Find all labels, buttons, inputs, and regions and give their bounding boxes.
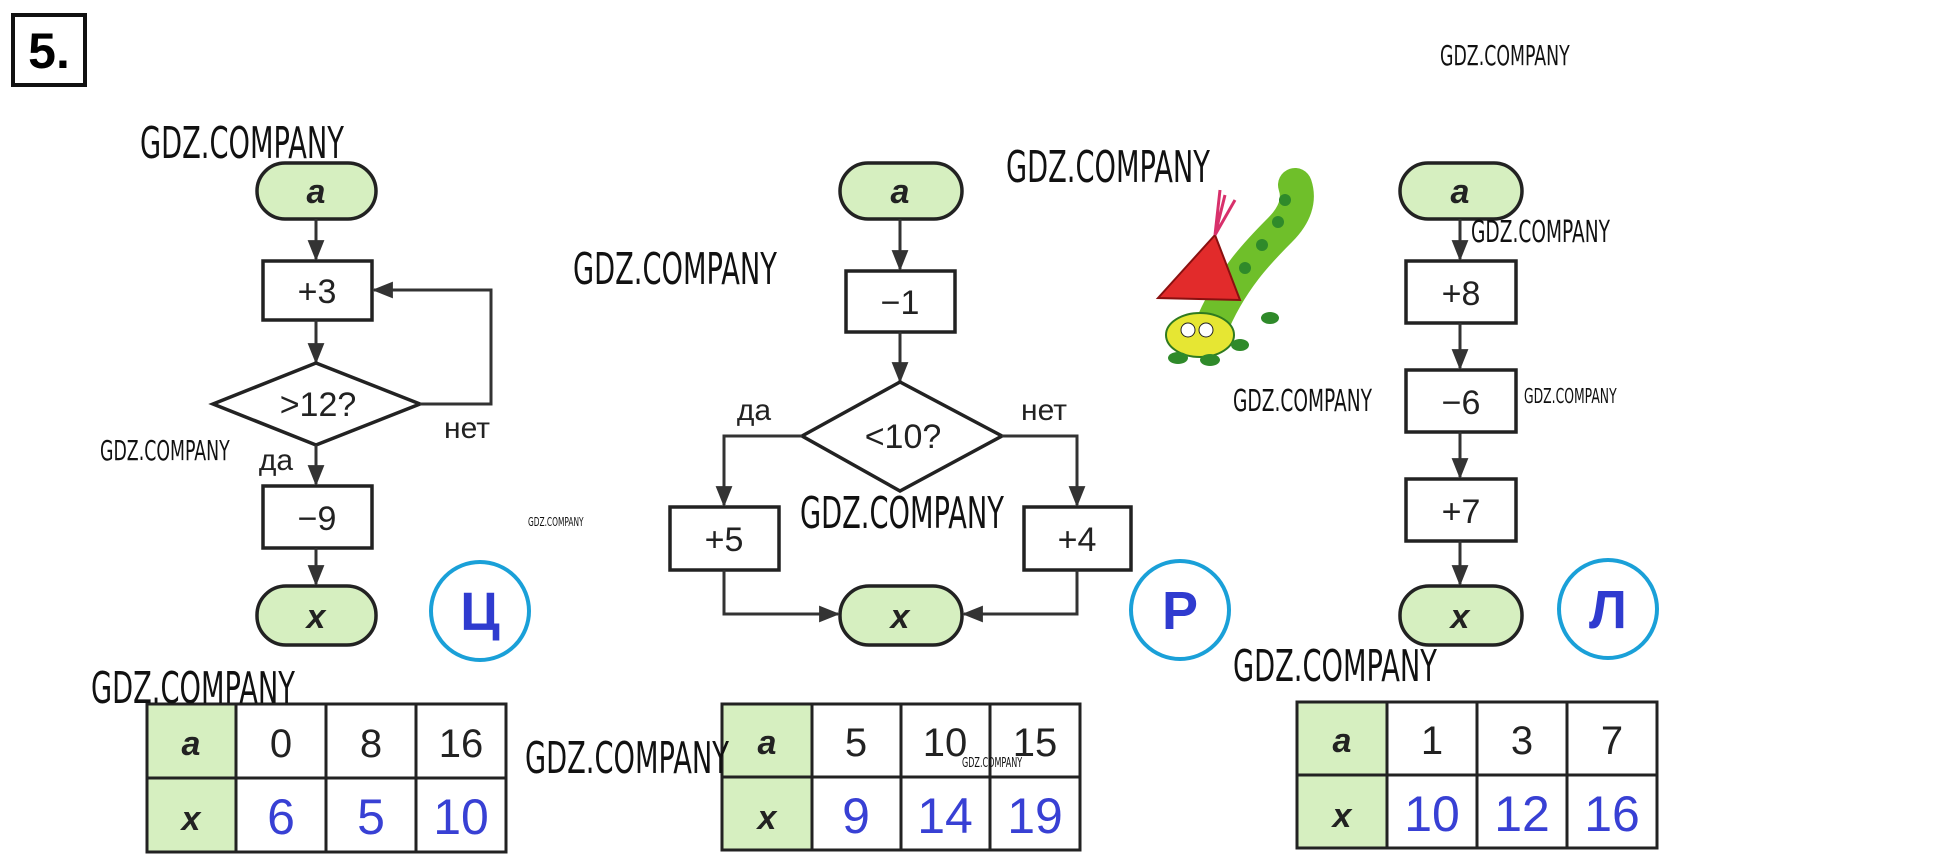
svg-text:6: 6: [267, 789, 295, 845]
svg-text:14: 14: [917, 788, 973, 844]
svg-text:−6: −6: [1442, 384, 1481, 422]
end-oval: [1398, 584, 1524, 647]
watermark: GDZ.COMPANY: [100, 435, 230, 467]
values-table: a x 0 8 16 6 5 10: [145, 702, 508, 854]
svg-text:16: 16: [1584, 786, 1640, 842]
svg-text:a: a: [307, 173, 326, 211]
svg-text:10: 10: [923, 721, 968, 765]
letter-badge: [1557, 558, 1659, 660]
svg-text:−1: −1: [881, 284, 920, 322]
svg-text:a: a: [1333, 722, 1352, 760]
letter-badge: [429, 560, 531, 662]
svg-text:+4: +4: [1058, 521, 1097, 559]
step-box: [1404, 368, 1518, 434]
svg-text:>12?: >12?: [280, 386, 357, 424]
svg-text:−9: −9: [298, 500, 337, 538]
svg-text:<10?: <10?: [865, 418, 942, 456]
svg-text:19: 19: [1007, 788, 1063, 844]
svg-text:7: 7: [1601, 719, 1623, 763]
svg-text:5: 5: [357, 789, 385, 845]
svg-text:12: 12: [1494, 786, 1550, 842]
svg-text:16: 16: [439, 722, 484, 766]
svg-text:x: x: [1331, 797, 1354, 835]
flowchart-l: a +8 −6 +7 x Л a x 1 3 7 10 12: [1295, 161, 1659, 850]
svg-text:+3: +3: [298, 273, 337, 311]
watermark: GDZ.COMPANY: [962, 755, 1022, 771]
svg-text:10: 10: [433, 789, 489, 845]
watermark: GDZ.COMPANY: [91, 662, 295, 714]
svg-text:5: 5: [845, 721, 867, 765]
svg-text:x: x: [756, 799, 779, 837]
watermark: GDZ.COMPANY: [1524, 385, 1617, 408]
svg-text:x: x: [889, 598, 912, 636]
step-box: [668, 505, 781, 572]
values-table: a x 5 10 15 9 14 19: [720, 702, 1082, 852]
step-box: [1404, 259, 1518, 325]
svg-text:8: 8: [360, 722, 382, 766]
svg-text:3: 3: [1511, 719, 1533, 763]
watermark: GDZ.COMPANY: [1233, 640, 1437, 692]
svg-text:5.: 5.: [28, 23, 70, 79]
caterpillar-illustration: [1155, 168, 1314, 366]
svg-text:Л: Л: [1589, 580, 1627, 640]
svg-text:0: 0: [270, 722, 292, 766]
step-box: [1404, 477, 1518, 543]
svg-text:нет: нет: [1021, 394, 1067, 427]
svg-text:да: да: [259, 444, 294, 477]
task-number: 5.: [11, 13, 87, 87]
watermark: GDZ.COMPANY: [140, 117, 344, 169]
watermark: GDZ.COMPANY: [573, 243, 777, 295]
svg-text:a: a: [891, 173, 910, 211]
watermark: GDZ.COMPANY: [1006, 141, 1210, 193]
svg-text:+7: +7: [1442, 493, 1481, 531]
svg-text:x: x: [1449, 598, 1472, 636]
svg-text:15: 15: [1013, 721, 1058, 765]
watermark: GDZ.COMPANY: [528, 516, 584, 529]
letter-badge: [1129, 559, 1231, 661]
svg-text:10: 10: [1404, 786, 1460, 842]
end-oval: [255, 584, 378, 647]
svg-text:x: x: [305, 598, 328, 636]
svg-text:a: a: [758, 724, 777, 762]
svg-text:нет: нет: [444, 412, 490, 445]
svg-text:Ц: Ц: [460, 582, 500, 642]
flowchart-r: a −1 <10? да нет +5 +4 x Р a x: [668, 161, 1231, 852]
watermark: GDZ.COMPANY: [1440, 40, 1570, 72]
svg-text:Р: Р: [1162, 581, 1198, 641]
svg-text:+5: +5: [705, 521, 744, 559]
svg-text:a: a: [182, 725, 201, 763]
flowchart-ts: a +3 >12? нет да −9 x Ц a x 0 8: [145, 161, 531, 854]
svg-text:да: да: [737, 394, 772, 427]
watermark: GDZ.COMPANY: [525, 732, 729, 784]
svg-text:+8: +8: [1442, 275, 1481, 313]
watermark: GDZ.COMPANY: [1471, 214, 1611, 249]
watermark: GDZ.COMPANY: [1233, 383, 1373, 418]
values-table: a x 1 3 7 10 12 16: [1295, 700, 1659, 850]
svg-text:a: a: [1451, 173, 1470, 211]
svg-text:1: 1: [1421, 719, 1443, 763]
svg-text:x: x: [180, 800, 203, 838]
step-box: [261, 484, 374, 550]
step-box: [1022, 505, 1133, 572]
watermarks: GDZ.COMPANY GDZ.COMPANY GDZ.COMPANY GDZ.…: [91, 40, 1617, 784]
watermark: GDZ.COMPANY: [800, 487, 1004, 539]
end-oval: [838, 584, 964, 647]
svg-text:9: 9: [842, 788, 870, 844]
